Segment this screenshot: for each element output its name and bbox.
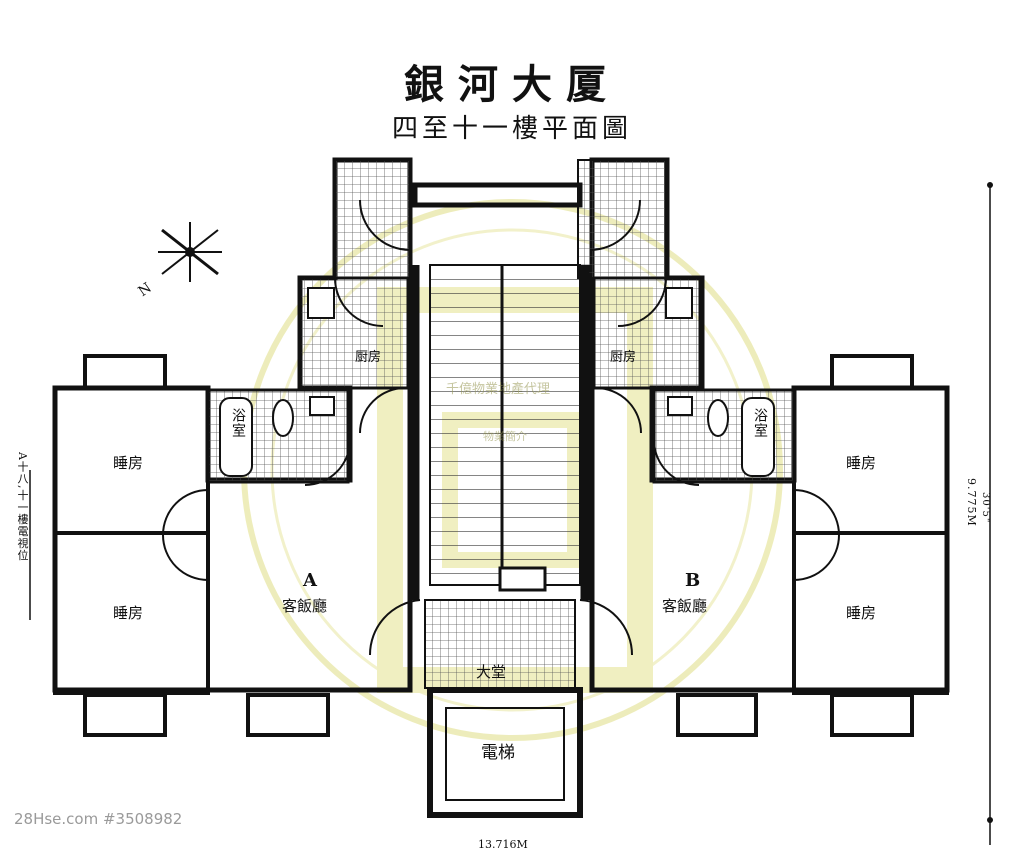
- dimension-lines: [29, 182, 993, 845]
- source-credit: 28Hse.com #3508982: [14, 810, 183, 828]
- unit-a-label: A: [303, 570, 317, 591]
- bedroom-label: 睡房: [846, 454, 877, 472]
- height-dimension: 9.775M: [965, 478, 978, 527]
- unit-a: [52, 157, 413, 737]
- building-core: [368, 182, 634, 818]
- living-dining-label: 客飯廳: [662, 597, 708, 615]
- bathroom-label: 浴室: [230, 408, 246, 438]
- width-dimension: 13.716M: [478, 838, 528, 851]
- lobby-label: 大堂: [476, 663, 507, 681]
- living-dining-label: 客飯廳: [282, 597, 328, 615]
- compass-rose: [158, 222, 222, 282]
- height-ft-dimension: 30'5": [980, 492, 991, 524]
- page-subtitle: 四至十一樓平面圖: [391, 114, 632, 144]
- lift-label: 電梯: [481, 743, 515, 763]
- kitchen-label: 厨房: [355, 350, 382, 365]
- bathroom-label: 浴室: [752, 408, 768, 438]
- unit-b-label: B: [685, 570, 701, 591]
- unit-b: [577, 157, 950, 737]
- watermark-agency: 千億物業地產代理: [446, 382, 551, 397]
- tv-position-note: A十八,十一樓電視位: [16, 452, 29, 562]
- bedroom-label: 睡房: [846, 604, 877, 622]
- kitchen-label: 厨房: [610, 350, 637, 365]
- page-title: 銀河大厦: [404, 61, 620, 108]
- bedroom-label: 睡房: [113, 454, 144, 472]
- bedroom-label: 睡房: [113, 604, 144, 622]
- watermark-secondary: 物業簡介: [483, 430, 527, 443]
